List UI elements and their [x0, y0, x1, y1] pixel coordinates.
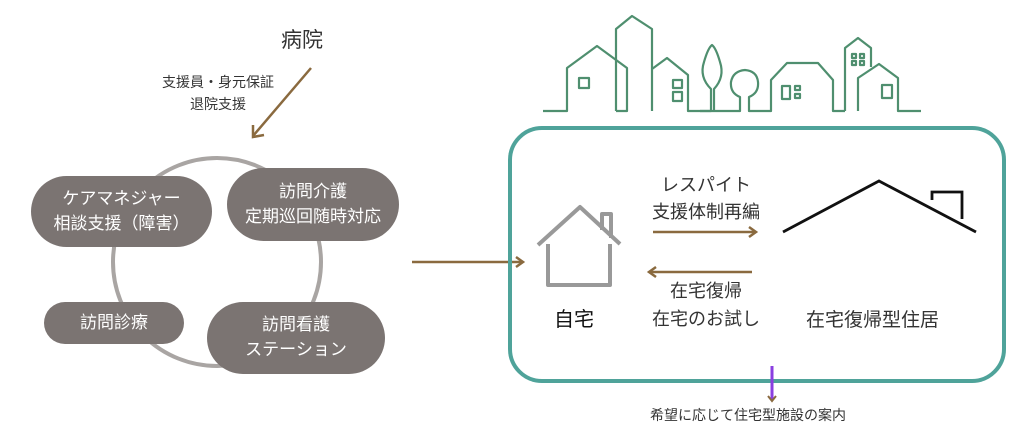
- respite-line-2: 支援体制再編: [652, 202, 760, 223]
- hospital-discharge-arrow: [251, 67, 312, 139]
- facility-guide-note: 希望に応じて住宅型施設の案内: [650, 408, 846, 424]
- respite-text: レスパイト 支援体制再編: [636, 172, 776, 226]
- care-manager-pill: ケアマネジャー 相談支援（障害）: [31, 176, 212, 247]
- home-care-pill: 訪問介護 定期巡回随時対応: [227, 168, 399, 241]
- return-text: 在宅復帰 在宅のお試し: [636, 278, 776, 334]
- home-care-line-2: 定期巡回随時対応: [245, 206, 381, 227]
- residence-label: 在宅復帰型住居: [806, 309, 940, 331]
- home-icon: [536, 205, 622, 287]
- care-manager-line-2: 相談支援（障害）: [53, 213, 190, 234]
- care-circle-ring: [111, 156, 323, 368]
- home-medical-line-1: 訪問診療: [80, 312, 148, 333]
- arrow-to-home: [412, 255, 526, 269]
- hospital-label: 病院: [281, 28, 323, 52]
- home-care-line-1: 訪問介護: [279, 181, 347, 202]
- home-nursing-line-1: 訪問看護: [262, 315, 330, 335]
- home-medical-pill: 訪問診療: [44, 302, 184, 344]
- respite-line-1: レスパイト: [661, 175, 751, 196]
- housing-box-border: [508, 126, 1006, 383]
- home-nursing-pill: 訪問看護 ステーション: [207, 302, 385, 374]
- facility-guide-arrow: [767, 366, 777, 403]
- hospital-support-text: 支援員・身元保証 退院支援: [148, 72, 288, 116]
- return-line-1: 在宅復帰: [670, 281, 742, 302]
- home-nursing-line-2: ステーション: [245, 340, 347, 360]
- return-arrow: [646, 265, 752, 279]
- hospital-support-line-1: 支援員・身元保証: [162, 75, 274, 91]
- town-skyline-icon: [543, 14, 921, 113]
- residence-roof-icon: [782, 179, 977, 234]
- hospital-support-line-2: 退院支援: [190, 97, 246, 113]
- care-manager-line-1: ケアマネジャー: [62, 188, 181, 209]
- respite-arrow: [653, 225, 759, 239]
- return-line-2: 在宅のお試し: [652, 309, 760, 330]
- home-label: 自宅: [554, 307, 594, 331]
